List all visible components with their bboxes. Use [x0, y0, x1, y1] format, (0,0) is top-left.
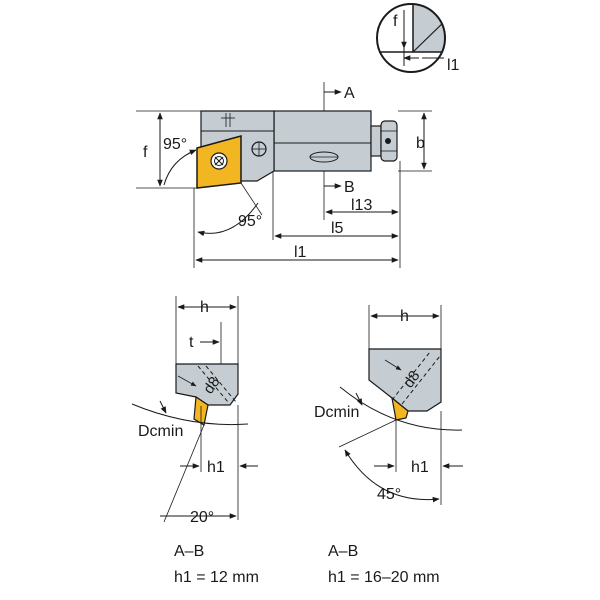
b-label: b [416, 135, 425, 152]
detail-body [413, 4, 445, 52]
insert-screw-inner [214, 156, 224, 166]
detail-circle [376, 3, 446, 73]
detail-f-label: f [393, 13, 398, 30]
angle-95-upper: 95° [163, 136, 187, 153]
sr-bore-1 [391, 351, 431, 401]
sr-bore-2 [401, 355, 441, 405]
angle-95-lower: 95° [238, 213, 262, 230]
caption-left-value: h1 = 12 mm [174, 569, 259, 586]
angle-95-upper-arc [163, 149, 197, 186]
section-right: h d8 Dcmin h1 45° [314, 305, 463, 505]
detail-l1-label: l1 [447, 57, 460, 74]
sr-bore-label: d8 [400, 368, 423, 391]
sl-h1-label: h1 [207, 459, 225, 476]
sl-bore-arrow [177, 375, 197, 387]
sl-dcmin-label: Dcmin [138, 423, 183, 440]
sl-t-label: t [189, 334, 194, 351]
caption-right-value: h1 = 16–20 mm [328, 569, 440, 586]
sl-dcmin-arc [131, 403, 249, 426]
sr-h1-label: h1 [411, 459, 429, 476]
sr-angle-arc [344, 449, 440, 503]
angle-95-lower-arc [197, 202, 259, 237]
detail-view: f l1 [376, 3, 460, 74]
l13-label: l13 [351, 197, 372, 214]
sr-angle-ext [338, 419, 397, 448]
shank-body [273, 110, 372, 172]
sr-angle-label: 45° [377, 486, 401, 503]
sr-body [368, 348, 442, 412]
sl-bore-label: d8 [200, 374, 223, 397]
fitting-neck [370, 125, 382, 157]
sr-insert [391, 396, 409, 421]
sr-bore-arrow [384, 359, 402, 371]
sl-angle-label: 20° [190, 509, 214, 526]
sr-dcmin-label: Dcmin [314, 404, 359, 421]
section-left: h t d8 Dcmin h1 20° [131, 296, 258, 526]
fitting-dot [385, 138, 391, 144]
detail-bevel [412, 19, 445, 53]
sr-dcmin-arrow [355, 392, 363, 406]
section-b-label: B [344, 179, 355, 196]
sl-bore-2 [205, 365, 237, 403]
sr-h-label: h [400, 308, 409, 325]
angle-95-lower-ext [240, 182, 263, 216]
sl-dcmin-arrow [159, 400, 167, 414]
caption-right-title: A–B [328, 543, 359, 560]
l1-label: l1 [294, 244, 307, 261]
top-view: A B f [136, 82, 432, 268]
caption-left-title: A–B [174, 543, 205, 560]
sl-angle-ext [163, 424, 205, 523]
f-label: f [143, 144, 148, 161]
sr-dcmin-arc [339, 386, 463, 431]
section-a-label: A [344, 85, 355, 102]
sl-bore-1 [197, 365, 229, 403]
insert-screw-x2 [214, 156, 224, 166]
sl-h-label: h [200, 299, 209, 316]
l5-label: l5 [331, 220, 344, 237]
